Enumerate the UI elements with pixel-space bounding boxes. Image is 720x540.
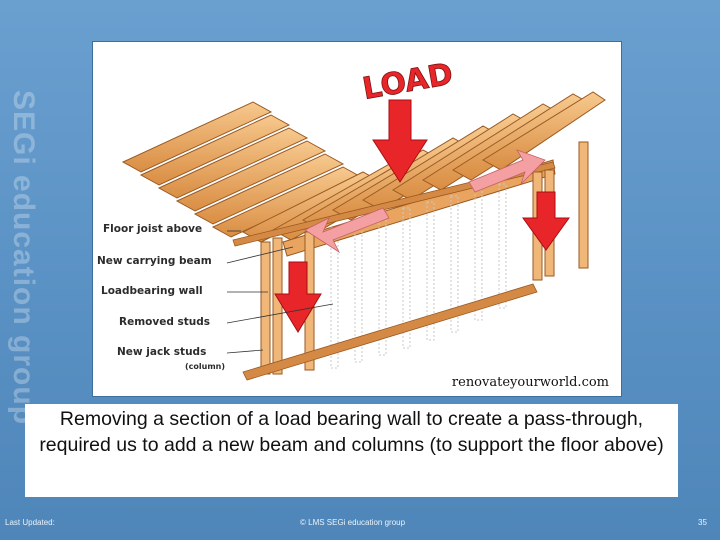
load-heading: LOAD	[360, 57, 456, 107]
footer-page-number: 35	[698, 518, 707, 527]
load-arrow	[372, 99, 428, 183]
caption-box: Removing a section of a load bearing wal…	[25, 404, 678, 497]
watermark: SEGi education group	[4, 90, 74, 430]
caption-text: Removing a section of a load bearing wal…	[39, 408, 664, 456]
label-removed-studs: Removed studs	[119, 316, 211, 328]
footer-copyright: © LMS SEGi education group	[300, 518, 406, 527]
removed-studs	[330, 183, 507, 369]
framing-illustration: LOAD	[121, 56, 606, 381]
watermark-text: SEGi education group	[7, 90, 40, 426]
label-floor-joist: Floor joist above	[103, 223, 203, 235]
label-column-note: (column)	[185, 362, 226, 371]
footer-last-updated: Last Updated:	[5, 518, 55, 527]
label-leaders	[226, 230, 334, 354]
source-credit: renovateyourworld.com	[451, 375, 609, 390]
label-jack-studs: New jack studs	[117, 346, 207, 358]
label-loadbearing-wall: Loadbearing wall	[101, 285, 203, 297]
column-arrow-right	[522, 191, 570, 251]
beam-arrow-right	[468, 149, 546, 193]
label-carrying-beam: New carrying beam	[97, 255, 212, 267]
column-arrow-left	[274, 261, 322, 333]
diagram-image: LOAD Floor joist above New carrying beam…	[93, 42, 621, 396]
beam-arrow-left	[304, 207, 390, 254]
